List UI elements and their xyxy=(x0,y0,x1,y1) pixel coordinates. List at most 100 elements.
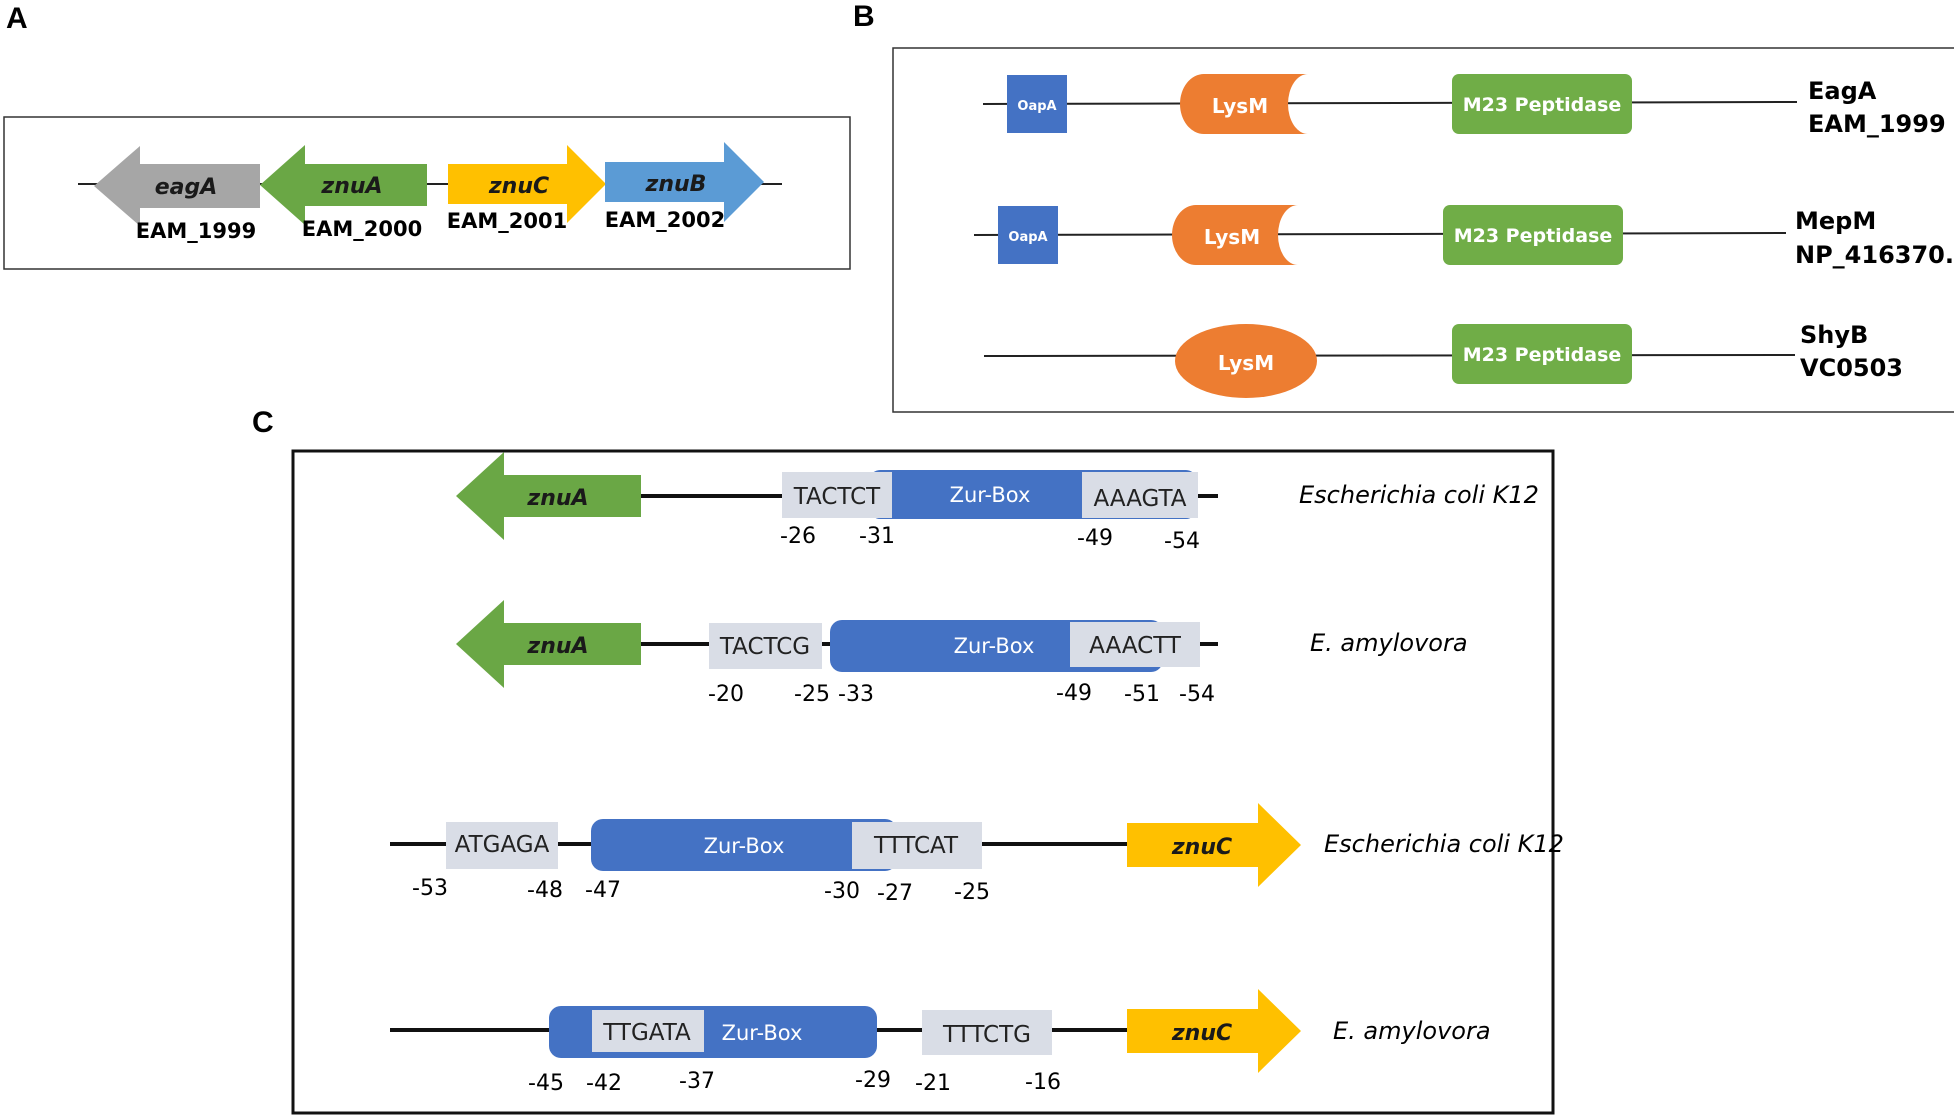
protein-row-mepm: OapA LysM M23 Peptidase MepM NP_416370.2 xyxy=(973,205,1954,269)
position-label: -26 xyxy=(780,524,816,549)
protein-id-vc0503: VC0503 xyxy=(1800,354,1903,382)
lysm-domain xyxy=(1180,74,1308,134)
gene-arrow-shape xyxy=(94,146,260,226)
panel-c-letter: C xyxy=(252,406,274,439)
seq-right: AAACTT xyxy=(1089,633,1182,659)
species-label: Escherichia coli K12 xyxy=(1299,481,1539,509)
zur-box xyxy=(591,819,897,871)
seq-box-right xyxy=(1070,622,1200,667)
species-label: E. amylovora xyxy=(1333,1017,1491,1045)
position-label: -27 xyxy=(877,881,913,906)
seq-left: TTGATA xyxy=(602,1020,691,1046)
seq-box-left xyxy=(446,822,558,869)
gene-arrow-shape xyxy=(448,145,606,223)
protein-id-eam-1999: EAM_1999 xyxy=(1808,110,1946,138)
gene-label-eaga: eagA xyxy=(155,175,218,200)
protein-backbone xyxy=(983,354,1796,357)
m23-label: M23 Peptidase xyxy=(1463,344,1622,366)
gene-label-znuc: znuC xyxy=(488,174,549,199)
gene-arrow-znub: znuB EAM_2002 xyxy=(605,142,764,232)
panel-b-frame xyxy=(892,47,1954,413)
lysm-domain xyxy=(1172,205,1298,265)
position-label: -21 xyxy=(915,1071,951,1096)
zur-box-label: Zur-Box xyxy=(722,1021,803,1045)
oapa-domain xyxy=(1007,75,1067,133)
protein-backbone xyxy=(973,232,1787,236)
oapa-label: OapA xyxy=(1008,230,1047,245)
seq-left: TACTCG xyxy=(719,634,810,660)
gene-label-znua: znuA xyxy=(526,634,588,659)
protein-name-eaga: EagA xyxy=(1808,77,1877,105)
m23-peptidase-domain xyxy=(1452,74,1632,134)
position-label: -49 xyxy=(1056,681,1092,706)
position-label: -37 xyxy=(679,1069,715,1094)
protein-name-mepm: MepM xyxy=(1795,207,1876,235)
position-label: -33 xyxy=(838,682,874,707)
m23-label: M23 Peptidase xyxy=(1463,94,1622,116)
m23-peptidase-domain xyxy=(1443,205,1623,265)
position-label: -47 xyxy=(585,878,621,903)
position-label: -51 xyxy=(1124,682,1160,707)
locus-label-eam-2001: EAM_2001 xyxy=(447,209,567,233)
seq-right: TTTCAT xyxy=(873,833,959,859)
panel-c-frame xyxy=(291,449,1555,1115)
position-label: -16 xyxy=(1025,1070,1061,1095)
locus-label-eam-1999: EAM_1999 xyxy=(136,219,256,243)
seq-right: TTTCTG xyxy=(942,1022,1031,1048)
position-label: -48 xyxy=(527,878,563,903)
zur-box-label: Zur-Box xyxy=(954,634,1035,658)
gene-label-znua: znuA xyxy=(526,486,588,511)
protein-backbone xyxy=(982,101,1798,105)
seq-box-right xyxy=(1082,472,1198,518)
gene-arrow-znua xyxy=(456,452,641,540)
seq-box-left xyxy=(709,623,822,669)
protein-row-shyb: LysM M23 Peptidase ShyB VC0503 xyxy=(983,321,1903,398)
protein-row-eaga: OapA LysM M23 Peptidase EagA EAM_1999 xyxy=(982,74,1946,138)
promoter-row-znua-eamylovora: znuA TACTCG Zur-Box AAACTT -20 -25 -33 -… xyxy=(456,600,1468,707)
m23-peptidase-domain xyxy=(1452,324,1632,384)
promoter-row-znuc-eamylovora: znuC TTGATA Zur-Box TTTCTG -45 -42 -37 -… xyxy=(390,989,1491,1096)
gene-arrow-znuc: znuC EAM_2001 xyxy=(447,145,606,233)
lysm-label: LysM xyxy=(1218,351,1274,375)
seq-left: TACTCT xyxy=(793,484,881,510)
position-label: -31 xyxy=(859,524,895,549)
position-label: -20 xyxy=(708,682,744,707)
oapa-label: OapA xyxy=(1017,99,1056,114)
oapa-domain xyxy=(998,206,1058,264)
zur-box-label: Zur-Box xyxy=(950,483,1031,507)
panel-a-frame xyxy=(3,116,851,270)
position-label: -30 xyxy=(824,879,860,904)
locus-label-eam-2000: EAM_2000 xyxy=(302,217,422,241)
m23-label: M23 Peptidase xyxy=(1454,225,1613,247)
position-label: -53 xyxy=(412,876,448,901)
position-label: -42 xyxy=(586,1071,622,1096)
position-label: -25 xyxy=(954,880,990,905)
gene-arrow-znuc xyxy=(1127,803,1301,887)
protein-name-shyb: ShyB xyxy=(1800,321,1868,349)
lysm-domain xyxy=(1175,324,1317,398)
position-label: -49 xyxy=(1077,526,1113,551)
gene-arrow-shape xyxy=(260,145,427,225)
gene-label-znua: znuA xyxy=(320,174,382,199)
promoter-row-znuc-ecoli: znuC ATGAGA Zur-Box TTTCAT -53 -48 -47 -… xyxy=(390,803,1564,906)
position-label: -54 xyxy=(1179,682,1215,707)
seq-box-left xyxy=(592,1010,704,1052)
position-label: -25 xyxy=(794,682,830,707)
gene-arrow-shape xyxy=(605,142,764,222)
gene-label-znuc: znuC xyxy=(1171,1021,1232,1046)
zur-box-label: Zur-Box xyxy=(704,834,785,858)
species-label: Escherichia coli K12 xyxy=(1324,830,1564,858)
gene-arrow-znua xyxy=(456,600,641,688)
position-label: -45 xyxy=(528,1071,564,1096)
gene-arrow-znua: znuA EAM_2000 xyxy=(260,145,427,241)
seq-box-right xyxy=(852,822,982,869)
position-label: -29 xyxy=(855,1068,891,1093)
seq-box-right xyxy=(922,1010,1052,1055)
species-label: E. amylovora xyxy=(1310,629,1468,657)
gene-label-znub: znuB xyxy=(645,172,707,197)
locus-label-eam-2002: EAM_2002 xyxy=(605,208,725,232)
position-label: -54 xyxy=(1164,529,1200,554)
panel-b-letter: B xyxy=(853,0,875,33)
lysm-label: LysM xyxy=(1212,94,1268,118)
